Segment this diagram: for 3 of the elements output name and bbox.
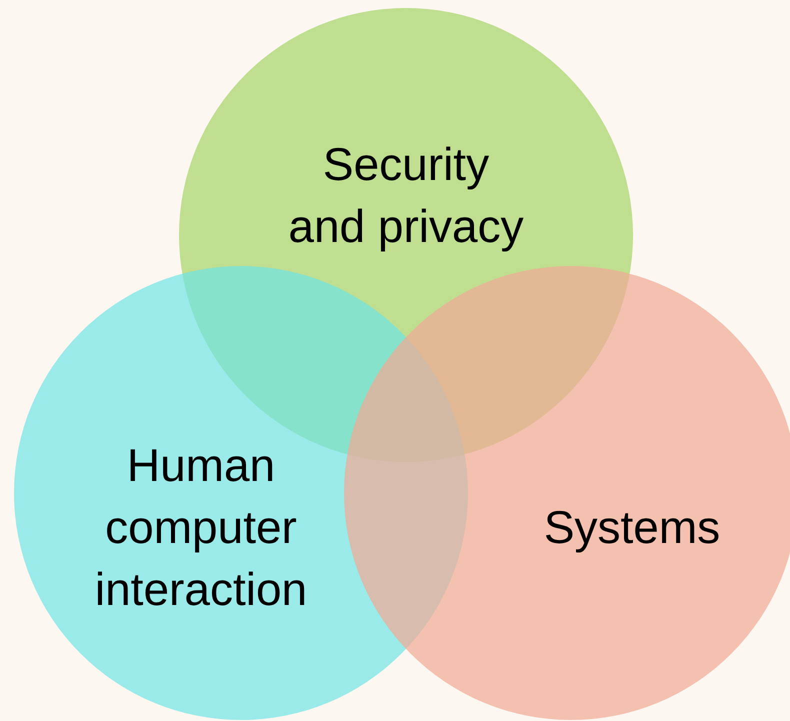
circle-label: Systems <box>542 500 722 555</box>
circle-label: Security and privacy <box>287 137 525 254</box>
circle-label: Human computer interaction <box>94 438 308 617</box>
